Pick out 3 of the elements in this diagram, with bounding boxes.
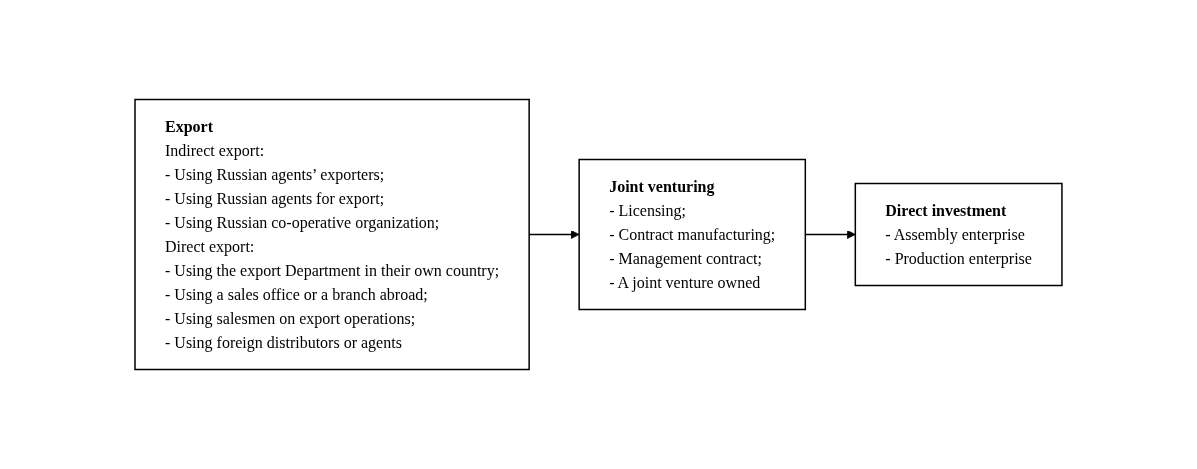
node-box: Direct investment - Assembly enterprise - Production enterprise bbox=[854, 182, 1063, 287]
node-box: Joint venturing - Licensing; - Contract manufacturing; - Management contract; - A joint venture owned bbox=[578, 158, 807, 311]
node-box: Export Indirect export: - Using Russian agents’ exporters; - Using Russian agents for export; - Using Russian co-operative organization; Direct export: - Using the export Department in their own country; - Using a sales office or a branch abroad; - Using salesmen on export operations; - Using foreign distributors or agents bbox=[134, 98, 530, 371]
